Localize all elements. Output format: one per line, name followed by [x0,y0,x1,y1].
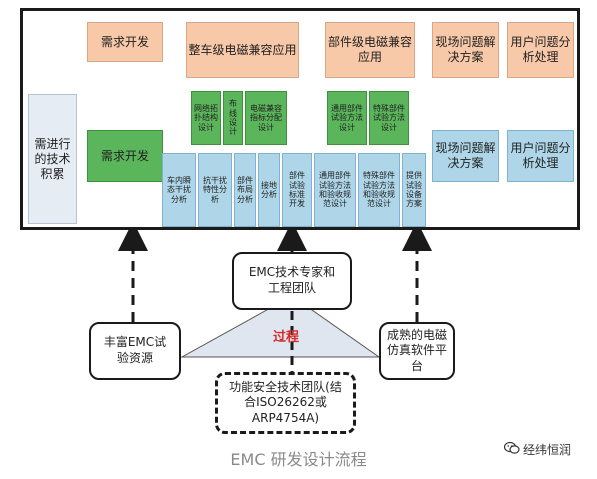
general-part-test-method-design: 通用部件试验方法设计 [327,91,367,145]
emc-index-allocation-design: 电磁兼容指标分配设计 [245,91,287,145]
emc-test-resources: 丰富EMC试验资源 [89,322,181,380]
top-field-solution: 现场问题解决方案 [432,22,499,78]
part-test-standard-dev: 部件试验标准开发 [282,153,312,227]
watermark: 经纬恒润 [503,441,572,458]
mid-demand-dev: 需求开发 [87,130,163,182]
process-triangle [180,295,381,358]
top-user-analysis: 用户问题分析处理 [507,22,574,78]
diagram-caption: EMC 研发设计流程 [230,450,367,469]
emc-expert-team: EMC技术专家和工程团队 [232,252,352,310]
emc-framework-frame: 需求开发 整车级电磁兼容应用 部件级电磁兼容应用 现场问题解决方案 用户问题分析… [20,8,580,230]
vehicle-emc-application: 整车级电磁兼容应用 [186,22,299,78]
functional-safety-team: 功能安全技术团队(结合ISO26262或ARP4754A) [215,372,356,434]
em-simulation-platform: 成熟的电磁仿真软件平台 [379,322,455,380]
wechat-icon [503,441,520,458]
process-label: 过程 [272,330,299,345]
grounding-analysis: 接地分析 [258,153,280,227]
technical-accumulation: 需进行的技术积累 [28,94,77,224]
part-emc-application: 部件级电磁兼容应用 [325,22,415,78]
test-equipment-solution: 提供试验设备方案 [402,153,426,227]
watermark-text: 经纬恒润 [523,443,572,457]
special-part-test-method-design: 特殊部件试验方法设计 [369,91,409,145]
wiring-design: 布线设计 [223,91,243,145]
in-vehicle-transient-analysis: 车内瞬态干扰分析 [162,153,196,227]
special-part-test-acceptance-design: 特殊部件试验方法和验收规范设计 [358,153,400,227]
network-topology-design: 网络拓扑结构设计 [191,91,221,145]
mid-field-solution: 现场问题解决方案 [432,130,499,182]
mid-user-analysis: 用户问题分析处理 [507,130,574,182]
general-part-test-acceptance-design: 通用部件试验方法和验收规范设计 [314,153,356,227]
top-demand-dev: 需求开发 [87,22,163,62]
anti-interference-analysis: 抗干扰特性分析 [198,153,232,227]
part-layout-analysis: 部件布局分析 [234,153,256,227]
